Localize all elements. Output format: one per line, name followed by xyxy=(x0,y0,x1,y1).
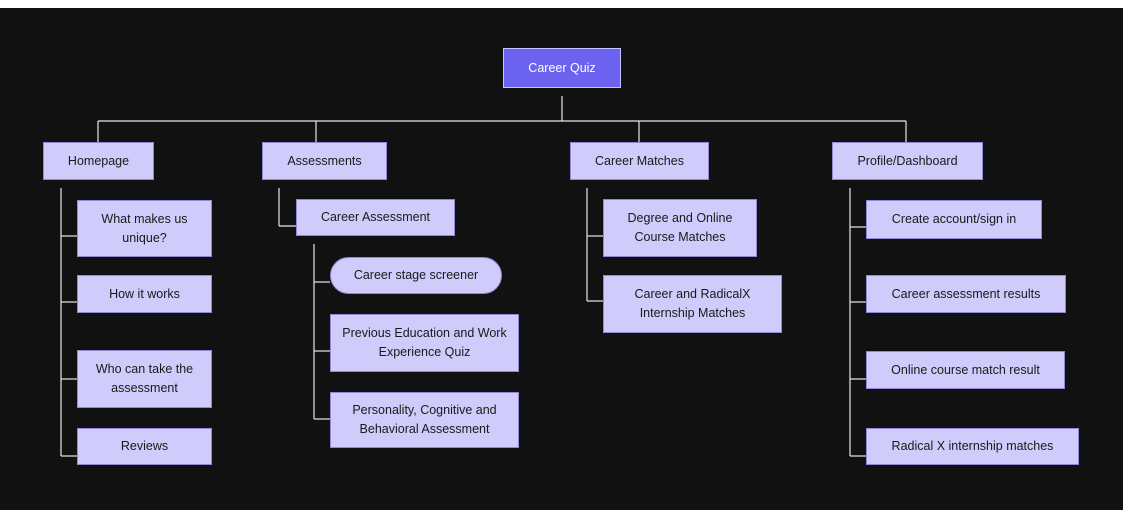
page-how-it-works[interactable]: How it works xyxy=(77,275,212,313)
section-homepage[interactable]: Homepage xyxy=(43,142,154,180)
page-internship-matches[interactable]: Career and RadicalX Internship Matches xyxy=(603,275,782,333)
page-who-can-take-assessment[interactable]: Who can take the assessment xyxy=(77,350,212,408)
diagram-canvas: Career Quiz Homepage Assessments Career … xyxy=(0,8,1123,510)
page-online-course-match-result[interactable]: Online course match result xyxy=(866,351,1065,389)
page-career-assessment-results[interactable]: Career assessment results xyxy=(866,275,1066,313)
connector-lines xyxy=(60,96,907,457)
page-radical-x-internship-matches[interactable]: Radical X internship matches xyxy=(866,428,1079,465)
page-create-account[interactable]: Create account/sign in xyxy=(866,200,1042,239)
page-degree-course-matches[interactable]: Degree and Online Course Matches xyxy=(603,199,757,257)
root-node-career-quiz[interactable]: Career Quiz xyxy=(503,48,621,88)
page-career-assessment[interactable]: Career Assessment xyxy=(296,199,455,236)
section-career-matches[interactable]: Career Matches xyxy=(570,142,709,180)
section-assessments[interactable]: Assessments xyxy=(262,142,387,180)
section-profile-dashboard[interactable]: Profile/Dashboard xyxy=(832,142,983,180)
page-what-makes-us-unique[interactable]: What makes us unique? xyxy=(77,200,212,257)
step-education-work-quiz[interactable]: Previous Education and Work Experience Q… xyxy=(330,314,519,372)
page-reviews[interactable]: Reviews xyxy=(77,428,212,465)
step-personality-assessment[interactable]: Personality, Cognitive and Behavioral As… xyxy=(330,392,519,448)
step-career-stage-screener[interactable]: Career stage screener xyxy=(330,257,502,294)
